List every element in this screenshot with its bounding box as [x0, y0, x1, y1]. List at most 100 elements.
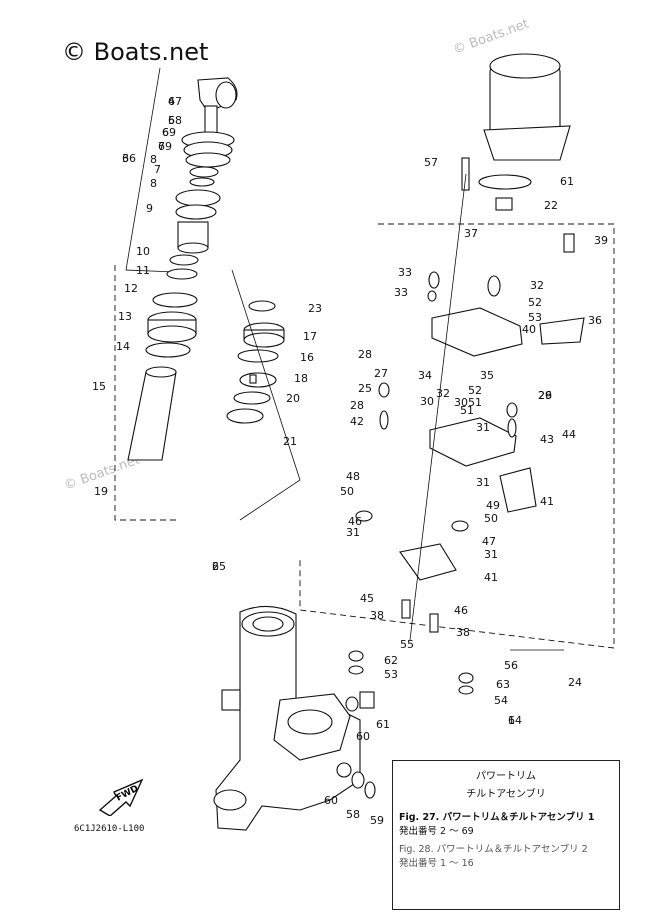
part-callout-31: 31: [484, 548, 498, 561]
part-callout-52: 52: [468, 384, 482, 397]
part-callout-32: 32: [436, 387, 450, 400]
part-callout-50: 50: [484, 512, 498, 525]
part-callout-31: 31: [346, 526, 360, 539]
part-callout-13: 13: [118, 310, 132, 323]
part-callout-68: 68: [168, 114, 182, 127]
part-callout-41: 41: [484, 571, 498, 584]
part-callout-18: 18: [294, 372, 308, 385]
part-callout-28: 28: [358, 348, 372, 361]
part-callout-10: 10: [136, 245, 150, 258]
part-callout-12: 12: [124, 282, 138, 295]
part-callout-63: 63: [496, 678, 510, 691]
diagram-code: 6C1J2610-L100: [74, 824, 145, 834]
caption-box: パワートリム チルトアセンブリ Fig. 27. パワートリム＆チルトアセンブリ…: [392, 760, 620, 910]
part-callout-20: 20: [286, 392, 300, 405]
part-callout-66: 66: [122, 152, 136, 165]
part-callout-43: 43: [540, 433, 554, 446]
part-callout-17: 17: [303, 330, 317, 343]
part-callout-49: 49: [486, 499, 500, 512]
part-callout-60: 60: [356, 730, 370, 743]
part-callout-36: 36: [588, 314, 602, 327]
part-callout-69: 69: [162, 126, 176, 139]
part-callout-19: 19: [94, 485, 108, 498]
part-callout-9: 9: [146, 202, 153, 215]
part-callout-44: 44: [562, 428, 576, 441]
part-callout-46: 46: [348, 515, 362, 528]
part-callout-8: 8: [150, 153, 157, 166]
caption-ref-line-2: 発出番号 1 ～ 16: [399, 858, 474, 869]
part-callout-62: 62: [384, 654, 398, 667]
main-housing-body: [213, 605, 361, 831]
part-callout-69: 69: [158, 140, 172, 153]
part-callout-21: 21: [283, 435, 297, 448]
part-callout-11: 11: [136, 264, 150, 277]
caption-fig-line: Fig. 27. パワートリム＆チルトアセンブリ 1: [399, 812, 595, 823]
part-callout-29: 29: [538, 389, 552, 402]
part-callout-34: 34: [418, 369, 432, 382]
forward-arrow-icon: FWD: [98, 778, 144, 816]
part-callout-61: 61: [376, 718, 390, 731]
part-callout-39: 39: [594, 234, 608, 247]
part-callout-27: 27: [374, 367, 388, 380]
part-callout-40: 40: [522, 323, 536, 336]
caption-title: パワートリム: [476, 771, 536, 782]
part-callout-7: 7: [154, 163, 161, 176]
part-callout-61: 61: [560, 175, 574, 188]
part-callout-56: 56: [504, 659, 518, 672]
part-callout-45: 45: [360, 592, 374, 605]
part-callout-7: 7: [158, 140, 165, 153]
part-callout-60: 60: [324, 794, 338, 807]
part-callout-37: 37: [464, 227, 478, 240]
part-callout-6: 6: [162, 126, 169, 139]
part-callout-22: 22: [544, 199, 558, 212]
part-callout-55: 55: [400, 638, 414, 651]
part-callout-5: 5: [168, 114, 175, 127]
part-callout-30: 30: [420, 395, 434, 408]
part-callout-65: 65: [212, 560, 226, 573]
part-callout-59: 59: [370, 814, 384, 827]
part-callout-38: 38: [370, 609, 384, 622]
part-callout-67: 67: [168, 95, 182, 108]
part-callout-8: 8: [150, 177, 157, 190]
part-callout-24: 24: [568, 676, 582, 689]
part-callout-64: 64: [508, 714, 522, 727]
caption-subtitle: チルトアセンブリ: [466, 789, 546, 800]
part-callout-48: 48: [346, 470, 360, 483]
part-callout-25: 25: [358, 382, 372, 395]
part-callout-30: 30: [454, 396, 468, 409]
part-callout-46: 46: [454, 604, 468, 617]
part-callout-52: 52: [528, 296, 542, 309]
part-callout-16: 16: [300, 351, 314, 364]
part-callout-51: 51: [468, 396, 482, 409]
part-callout-53: 53: [528, 311, 542, 324]
part-callout-51: 51: [460, 404, 474, 417]
part-callout-26: 26: [538, 389, 552, 402]
part-callout-1: 1: [508, 714, 515, 727]
part-callout-42: 42: [350, 415, 364, 428]
part-callout-41: 41: [540, 495, 554, 508]
part-callout-32: 32: [530, 279, 544, 292]
watermark-faint-top: © Boats.net: [451, 17, 531, 58]
part-callout-50: 50: [340, 485, 354, 498]
cylinder-rod-eye: [197, 77, 238, 145]
part-callout-31: 31: [476, 421, 490, 434]
part-callout-3: 3: [122, 152, 129, 165]
part-callout-4: 4: [168, 95, 175, 108]
part-callout-31: 31: [476, 476, 490, 489]
part-callout-38: 38: [456, 626, 470, 639]
part-callout-54: 54: [494, 694, 508, 707]
trim-motor: [483, 53, 571, 161]
part-callout-15: 15: [92, 380, 106, 393]
part-callout-33: 33: [398, 266, 412, 279]
part-callout-47: 47: [482, 535, 496, 548]
part-callout-33: 33: [394, 286, 408, 299]
part-callout-35: 35: [480, 369, 494, 382]
part-callout-28: 28: [350, 399, 364, 412]
part-callout-53: 53: [384, 668, 398, 681]
part-callout-23: 23: [308, 302, 322, 315]
part-callout-57: 57: [424, 156, 438, 169]
part-callout-14: 14: [116, 340, 130, 353]
part-callout-2: 2: [212, 560, 219, 573]
